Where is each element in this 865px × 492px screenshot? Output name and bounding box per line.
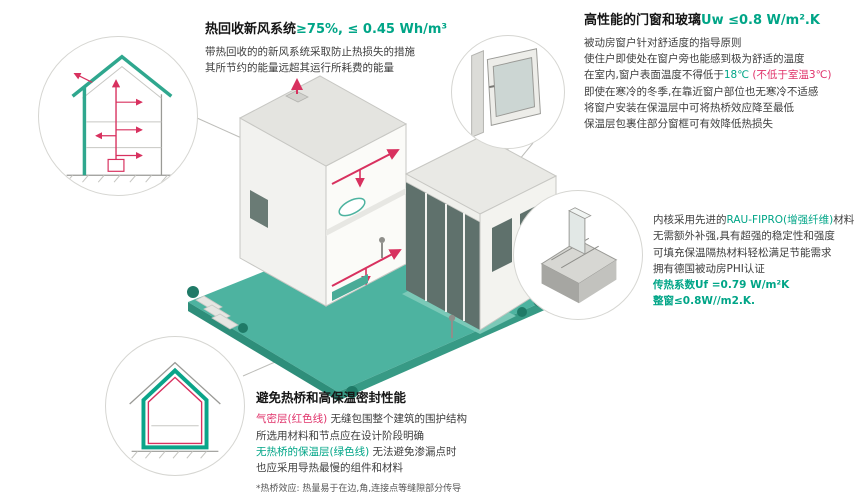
windows-line-3-text: 在室内,窗户表面温度不得低于 — [584, 69, 724, 82]
ventilation-line-2: 其所节约的能量远超其运行所耗费的能量 — [205, 62, 394, 75]
ventilation-line-1: 带热回收的的新风系统采取防止热损失的措施 — [205, 45, 415, 58]
profile-line-1-a: 内核采用先进的 — [653, 214, 727, 226]
windows-title: 高性能的门窗和玻璃Uw ≤0.8 W/m².K — [584, 13, 860, 30]
windows-title-label: 高性能的门窗和玻璃 — [584, 13, 702, 28]
profile-line-3: 可填充保温隔热材料轻松满足节能需求 — [653, 246, 832, 259]
thermal-line-1: 气密层(红色线) 无缝包围整个建筑的围护结构 — [256, 411, 576, 427]
ventilation-title-label: 热回收新风系统 — [205, 22, 297, 37]
thermal-footnote: *热桥效应: 热量易于在边,角,连接点等缝隙部分传导 — [256, 484, 462, 492]
windows-text-block: 高性能的门窗和玻璃Uw ≤0.8 W/m².K 被动房窗户针对舒适度的指导原则 … — [584, 13, 860, 132]
windows-line-5: 将窗户安装在保温层中可将热桥效应降至最低 — [584, 101, 794, 114]
windows-line-3-note: (不低于室温3℃) — [749, 69, 832, 82]
profile-body: 内核采用先进的RAU-FIPRO(增强纤维)材料 无需额外补强,具有超强的稳定性… — [653, 212, 863, 310]
windows-line-4: 即使在寒冷的冬季,在靠近窗户部位也无寒冷不适感 — [584, 85, 819, 98]
thermal-line-4: 也应采用导热最慢的组件和材料 — [256, 462, 403, 475]
thermal-line-3: 无热桥的保温层(绿色线) 无法避免渗漏点时 — [256, 444, 576, 460]
ventilation-text-block: 热回收新风系统≥75%, ≤ 0.45 Wh/m³ 带热回收的的新风系统采取防止… — [205, 22, 475, 76]
windows-line-1: 被动房窗户针对舒适度的指导原则 — [584, 36, 742, 49]
ventilation-title-value: ≥75%, ≤ 0.45 Wh/m³ — [296, 22, 448, 37]
windows-line-2: 使住户即使处在窗户旁也能感到极为舒适的温度 — [584, 53, 805, 66]
ventilation-cross-section-icon — [66, 54, 174, 183]
windows-line-3-temp: 18℃ — [723, 69, 749, 82]
thermal-line-2: 所选用材料和节点应在设计阶段明确 — [256, 429, 424, 442]
windows-title-value: Uw ≤0.8 W/m².K — [701, 13, 820, 28]
ventilation-body: 带热回收的的新风系统采取防止热损失的措施 其所节约的能量远超其运行所耗费的能量 — [205, 44, 475, 77]
ventilation-callout-circle — [38, 36, 198, 196]
house-tall-block — [238, 75, 408, 307]
thermal-body: 气密层(红色线) 无缝包围整个建筑的围护结构 所选用材料和节点应在设计阶段明确 … — [256, 411, 576, 492]
thermal-insulation-label: 无热桥的保温层(绿色线) — [256, 445, 370, 458]
thermal-text-block: 避免热桥和高保温密封性能 气密层(红色线) 无缝包围整个建筑的围护结构 所选用材… — [256, 390, 576, 492]
profile-line-1-material: RAU-FIPRO(增强纤维) — [726, 214, 834, 226]
thermal-line-3-text: 无法避免渗漏点时 — [369, 445, 457, 458]
ventilation-title: 热回收新风系统≥75%, ≤ 0.45 Wh/m³ — [205, 22, 475, 39]
thermal-airtight-label: 气密层(红色线) — [256, 413, 328, 426]
profile-uw-value: 整窗≤0.8W//m2.K. — [653, 295, 756, 308]
thermal-line-1-text: 无缝包围整个建筑的围护结构 — [327, 413, 468, 426]
profile-line-1: 内核采用先进的RAU-FIPRO(增强纤维)材料 — [653, 212, 863, 228]
thermal-envelope-icon — [129, 361, 221, 459]
window-detail-icon — [471, 48, 541, 138]
thermal-title: 避免热桥和高保温密封性能 — [256, 390, 407, 405]
profile-uf-value: 传热系数Uf =0.79 W/m²K — [653, 279, 790, 292]
windows-line-3: 在室内,窗户表面温度不得低于18℃ (不低于室温3℃) — [584, 67, 860, 83]
profile-line-4: 拥有德国被动房PHI认证 — [653, 262, 765, 275]
thermal-envelope-callout-circle — [105, 336, 245, 476]
profile-line-2: 无需额外补强,具有超强的稳定性和强度 — [653, 230, 835, 243]
profile-text-block: 内核采用先进的RAU-FIPRO(增强纤维)材料 无需额外补强,具有超强的稳定性… — [653, 212, 863, 310]
windows-body: 被动房窗户针对舒适度的指导原则 使住户即使处在窗户旁也能感到极为舒适的温度 在室… — [584, 35, 860, 133]
profile-line-1-c: 材料 — [833, 214, 855, 226]
windows-line-6: 保温层包裹住部分窗框可有效降低热损失 — [584, 118, 773, 131]
frame-profile-icon — [540, 207, 618, 304]
frame-profile-callout-circle — [513, 190, 643, 320]
window-detail-callout-circle — [451, 35, 565, 149]
